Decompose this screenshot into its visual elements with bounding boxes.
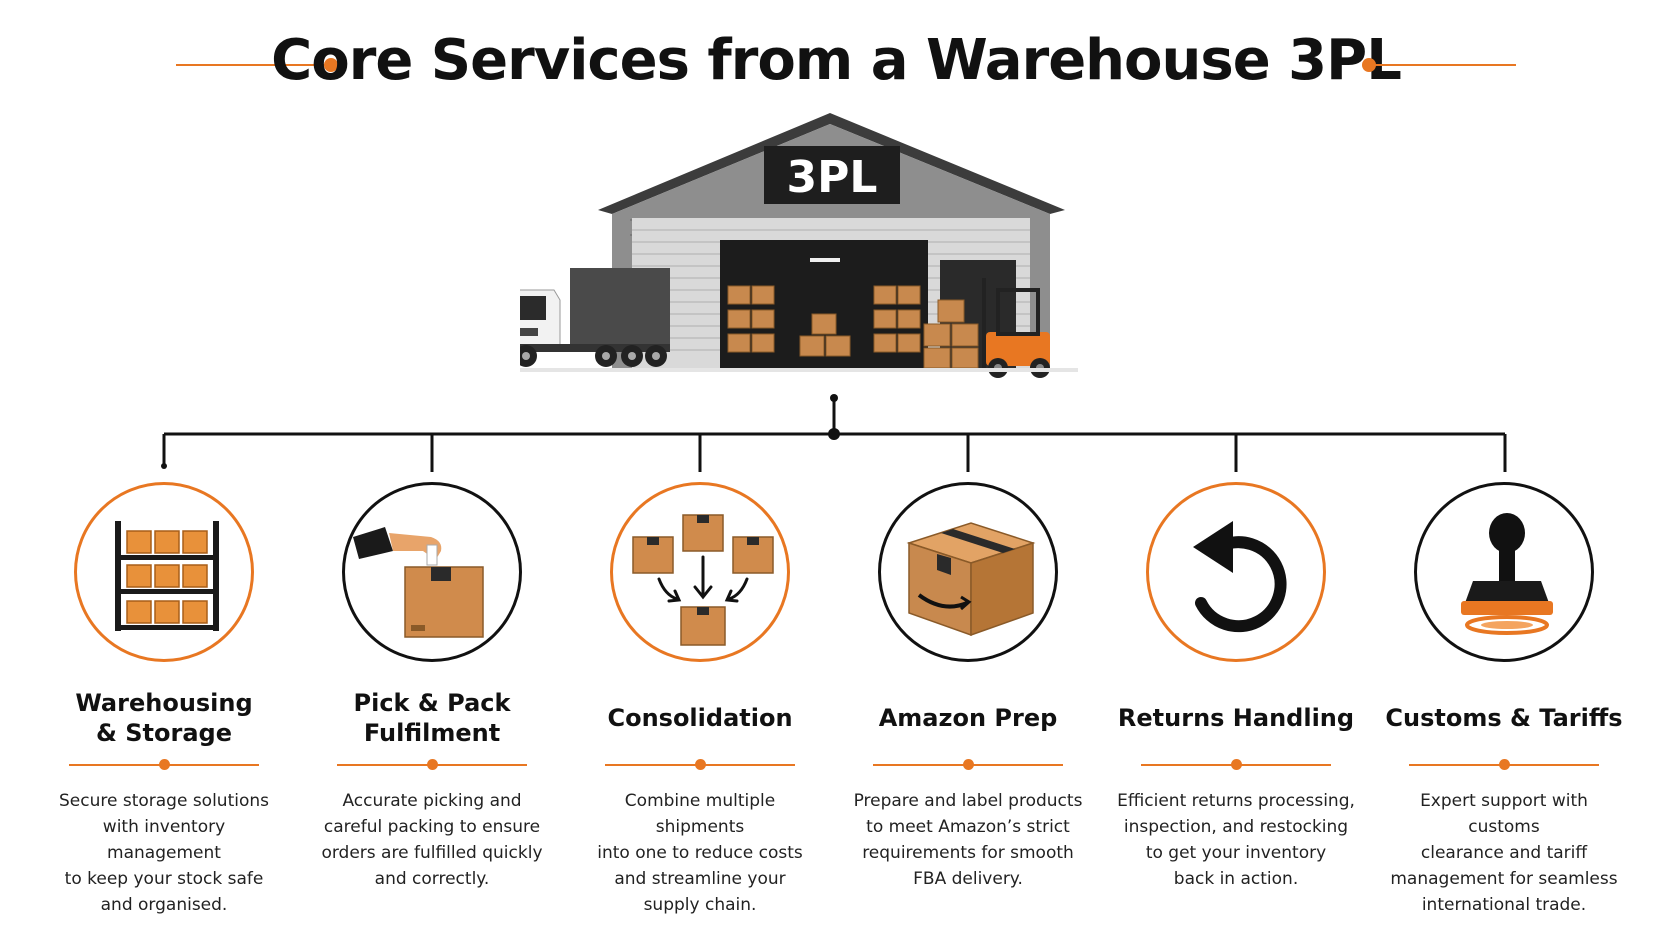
service-title-returns: Returns Handling xyxy=(1106,703,1366,733)
desc-line: to meet Amazon’s strict xyxy=(866,817,1070,837)
title-bar: Core Services from a Warehouse 3PL xyxy=(0,22,1672,102)
amazon-box-icon xyxy=(906,522,1036,637)
customs-stamp-icon xyxy=(1461,513,1553,635)
desc-line: Secure storage solutions xyxy=(58,791,269,811)
desc-line: into one to reduce costs xyxy=(597,843,803,863)
service-icon-consolidation xyxy=(610,482,790,662)
desc-line: supply chain. xyxy=(643,895,757,915)
desc-line: to get your inventory xyxy=(1145,843,1327,863)
hand-picking-box-icon xyxy=(353,527,484,638)
service-title-warehousing: Warehousing & Storage xyxy=(34,688,294,748)
service-title-line1: Customs & Tariffs xyxy=(1385,704,1623,732)
desc-line: Efficient returns processing, xyxy=(1117,791,1355,811)
service-title-line1: Consolidation xyxy=(607,704,793,732)
return-arrow-icon xyxy=(1193,521,1287,633)
desc-line: inspection, and restocking xyxy=(1123,817,1349,837)
page-title: Core Services from a Warehouse 3PL xyxy=(271,28,1402,93)
service-title-line1: Warehousing xyxy=(75,689,253,717)
desc-line: requirements for smooth xyxy=(862,843,1074,863)
title-right-line xyxy=(1372,64,1516,66)
service-divider-dot xyxy=(1499,759,1510,770)
title-right-dot xyxy=(1362,58,1376,72)
desc-line: back in action. xyxy=(1173,869,1299,889)
service-title-line2: & Storage xyxy=(95,719,233,747)
desc-line: careful packing to ensure xyxy=(323,817,541,837)
desc-line: clearance and tariff xyxy=(1420,843,1588,863)
service-divider-dot xyxy=(1231,759,1242,770)
warehouse-sign xyxy=(764,146,900,204)
warehouse-shelving-icon xyxy=(115,521,219,631)
service-icon-pickpack xyxy=(342,482,522,662)
desc-line: and correctly. xyxy=(374,869,490,889)
desc-line: to keep your stock safe xyxy=(64,869,264,889)
truck xyxy=(520,268,670,367)
service-icon-customs xyxy=(1414,482,1594,662)
service-desc-pickpack: Accurate picking and careful packing to … xyxy=(312,788,552,892)
service-desc-returns: Efficient returns processing, inspection… xyxy=(1116,788,1356,892)
title-left-dot xyxy=(324,58,338,72)
desc-line: Prepare and label products xyxy=(853,791,1083,811)
service-title-line1: Returns Handling xyxy=(1117,704,1355,732)
service-title-customs: Customs & Tariffs xyxy=(1374,703,1634,733)
desc-line: Expert support with customs xyxy=(1420,791,1588,837)
service-title-line1: Pick & Pack xyxy=(353,689,511,717)
desc-line: Combine multiple shipments xyxy=(624,791,776,837)
desc-line: Accurate picking and xyxy=(342,791,522,811)
warehouse-sign-text: 3PL xyxy=(787,152,878,203)
desc-line: and streamline your xyxy=(614,869,786,889)
desc-line: management for seamless xyxy=(1390,869,1618,889)
desc-line: and organised. xyxy=(100,895,228,915)
service-desc-customs: Expert support with customs clearance an… xyxy=(1384,788,1624,918)
service-desc-consolidation: Combine multiple shipments into one to r… xyxy=(580,788,820,918)
service-title-consolidation: Consolidation xyxy=(570,703,830,733)
service-title-line1: Amazon Prep xyxy=(878,704,1058,732)
service-title-line2: Fulfilment xyxy=(363,719,501,747)
desc-line: with inventory management xyxy=(102,817,226,863)
warehouse-illustration: 3PL xyxy=(520,113,1078,378)
service-divider-dot xyxy=(159,759,170,770)
service-title-amazonprep: Amazon Prep xyxy=(838,703,1098,733)
service-desc-amazonprep: Prepare and label products to meet Amazo… xyxy=(848,788,1088,892)
desc-line: international trade. xyxy=(1421,895,1587,915)
title-left-line xyxy=(176,64,328,66)
boxes-consolidation-icon xyxy=(632,514,774,646)
service-divider-dot xyxy=(695,759,706,770)
service-title-pickpack: Pick & Pack Fulfilment xyxy=(302,688,562,748)
service-icon-warehousing xyxy=(74,482,254,662)
service-desc-warehousing: Secure storage solutions with inventory … xyxy=(44,788,284,918)
desc-line: FBA delivery. xyxy=(913,869,1023,889)
service-icon-returns xyxy=(1146,482,1326,662)
desc-line: orders are fulfilled quickly xyxy=(321,843,543,863)
service-divider-dot xyxy=(963,759,974,770)
service-icon-amazonprep xyxy=(878,482,1058,662)
service-divider-dot xyxy=(427,759,438,770)
